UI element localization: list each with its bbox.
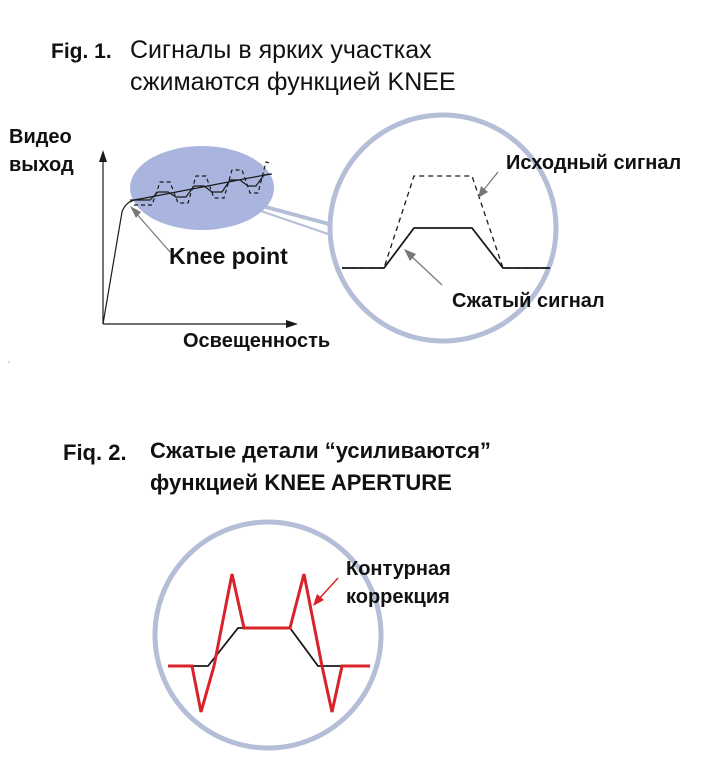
x-axis-arrow [286, 320, 298, 328]
magnifier-circle-fig2 [152, 519, 384, 751]
bright-area-ellipse [130, 146, 274, 230]
contour-label-line2: коррекция [346, 586, 450, 608]
compressed-signal-pointer [409, 254, 443, 286]
original-signal-label: Исходный сигнал [506, 152, 682, 174]
y-axis-arrow [99, 150, 107, 162]
fig2-title-line2: функцией KNEE APERTURE [150, 470, 452, 495]
knee-point-pointer [134, 211, 171, 253]
contour-label-line1: Контурная [346, 558, 451, 580]
original-signal-arrowhead [478, 186, 488, 198]
fig1-title-line1: Сигналы в ярких участках [130, 36, 432, 64]
contour-corrected-signal [168, 573, 370, 713]
y-axis-label-line2: выход [9, 154, 74, 176]
knee-point-arrowhead [130, 206, 141, 218]
fig2-label: Fiq. 2. [63, 440, 127, 465]
y-axis-label-line1: Видео [9, 126, 72, 148]
original-signal-pointer [481, 171, 499, 193]
compressed-signal-label: Сжатый сигнал [452, 290, 605, 312]
contour-pointer [317, 577, 339, 601]
fig2-title-line1: Сжатые детали “усиливаются” [150, 438, 491, 463]
x-axis-label: Освещенность [183, 330, 331, 352]
fig1-label: Fig. 1. [51, 40, 112, 63]
compressed-signal-small [130, 173, 273, 201]
knee-curve [102, 173, 271, 325]
stray-dot [8, 361, 10, 363]
original-signal-small [134, 161, 273, 206]
fig1-title-line2: сжимаются функцией KNEE [130, 68, 456, 96]
contour-arrowhead [313, 594, 324, 606]
compressed-signal-zoomed [342, 227, 550, 269]
compressed-signal-arrowhead [404, 249, 416, 261]
knee-point-label: Knee point [169, 243, 288, 269]
zoom-connector-line [251, 207, 335, 237]
